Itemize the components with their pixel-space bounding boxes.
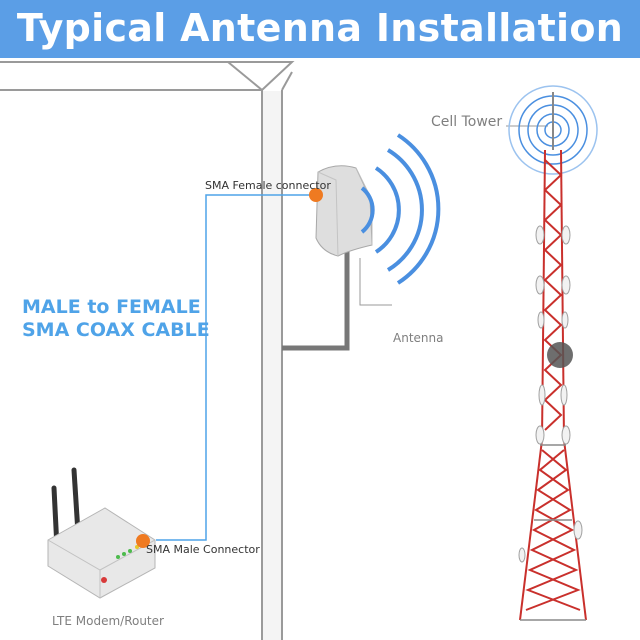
cable-label-line-2: SMA COAX CABLE bbox=[22, 319, 210, 341]
cell-tower bbox=[508, 85, 598, 621]
lte-modem-router bbox=[47, 467, 156, 599]
cell-tower-label: Cell Tower bbox=[431, 114, 503, 130]
title-banner: Typical Antenna Installation bbox=[0, 0, 640, 58]
antenna-signal-arcs bbox=[360, 133, 441, 285]
cable-label-line-1: MALE to FEMALE bbox=[22, 296, 201, 318]
sma-female-label: SMA Female connector bbox=[205, 179, 331, 192]
antenna-leader-line bbox=[359, 258, 392, 306]
cable-label: MALE to FEMALE SMA COAX CABLE bbox=[22, 296, 210, 342]
antenna-mount-bracket bbox=[282, 250, 350, 351]
coax-cable bbox=[156, 194, 316, 541]
sma-female-connector-icon bbox=[309, 188, 323, 202]
house-outline bbox=[0, 61, 295, 640]
router-label: LTE Modem/Router bbox=[52, 614, 164, 628]
antenna-label: Antenna bbox=[393, 331, 444, 345]
page-title: Typical Antenna Installation bbox=[16, 6, 624, 50]
sma-male-connector-icon bbox=[136, 534, 150, 548]
panel-antenna bbox=[315, 165, 373, 257]
wall-post bbox=[263, 91, 281, 640]
sma-male-label: SMA Male Connector bbox=[146, 543, 260, 556]
